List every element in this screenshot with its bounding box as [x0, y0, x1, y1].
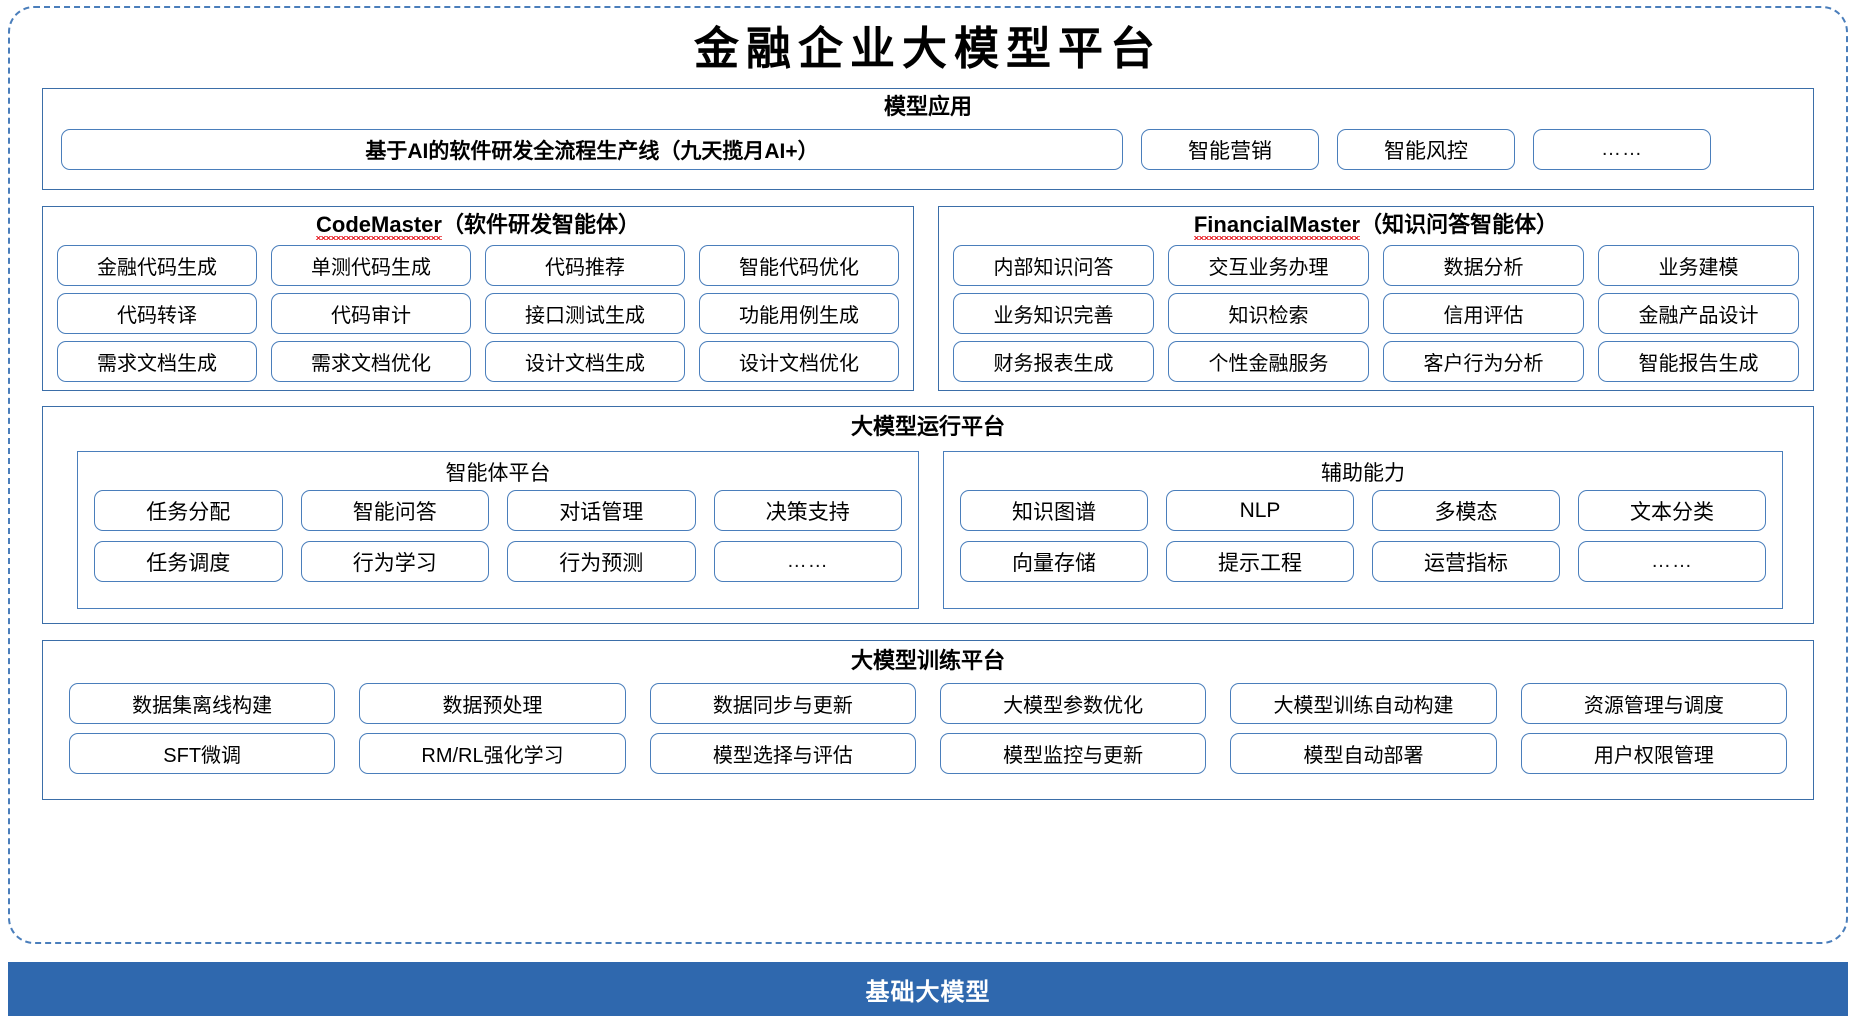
aux-capability-items: 知识图谱 NLP 多模态 文本分类 向量存储 提示工程 运营指标 ……: [960, 490, 1766, 582]
train-item-0[interactable]: 数据集离线构建: [69, 683, 336, 724]
section-runtime-platform: 大模型运行平台 智能体平台 任务分配 智能问答 对话管理 决策支持 任务调度 行…: [42, 406, 1814, 624]
fin-item-6[interactable]: 信用评估: [1383, 293, 1584, 334]
section-title-training-platform: 大模型训练平台: [850, 648, 1005, 673]
footer-label: 基础大模型: [865, 978, 991, 1006]
train-item-6[interactable]: SFT微调: [69, 733, 336, 774]
section-title-runtime-platform: 大模型运行平台: [850, 414, 1005, 439]
code-master-subtitle: （软件研发智能体）: [441, 212, 640, 237]
training-platform-items: 数据集离线构建 数据预处理 数据同步与更新 大模型参数优化 大模型训练自动构建 …: [69, 683, 1787, 774]
aux-item-6[interactable]: 运营指标: [1372, 541, 1560, 582]
fin-item-10[interactable]: 客户行为分析: [1383, 341, 1584, 382]
page-title: 金融企业大模型平台: [693, 22, 1162, 75]
app-item-smart-marketing[interactable]: 智能营销: [1141, 129, 1319, 170]
fin-item-2[interactable]: 数据分析: [1383, 245, 1584, 286]
code-item-2[interactable]: 代码推荐: [485, 245, 685, 286]
section-financial-master: FinancialMaster（知识问答智能体） 内部知识问答 交互业务办理 数…: [938, 206, 1814, 391]
agent-item-6[interactable]: 行为预测: [507, 541, 696, 582]
agent-item-4[interactable]: 任务调度: [94, 541, 283, 582]
code-item-11[interactable]: 设计文档优化: [699, 341, 899, 382]
code-item-0[interactable]: 金融代码生成: [57, 245, 257, 286]
fin-item-7[interactable]: 金融产品设计: [1598, 293, 1799, 334]
financial-master-items: 内部知识问答 交互业务办理 数据分析 业务建模 业务知识完善 知识检索 信用评估…: [953, 245, 1799, 382]
code-item-8[interactable]: 需求文档生成: [57, 341, 257, 382]
subsection-aux-capability: 辅助能力 知识图谱 NLP 多模态 文本分类 向量存储 提示工程 运营指标 ……: [943, 451, 1783, 609]
agent-item-2[interactable]: 对话管理: [507, 490, 696, 531]
section-title-model-application: 模型应用: [883, 94, 972, 119]
code-item-6[interactable]: 接口测试生成: [485, 293, 685, 334]
code-item-10[interactable]: 设计文档生成: [485, 341, 685, 382]
app-item-production-line[interactable]: 基于AI的软件研发全流程生产线（九天揽月AI+）: [61, 129, 1123, 170]
code-item-1[interactable]: 单测代码生成: [271, 245, 471, 286]
train-item-4[interactable]: 大模型训练自动构建: [1230, 683, 1497, 724]
financial-master-subtitle: （知识问答智能体）: [1360, 212, 1559, 237]
train-item-9[interactable]: 模型监控与更新: [940, 733, 1207, 774]
fin-item-4[interactable]: 业务知识完善: [953, 293, 1154, 334]
subsection-title-aux-capability: 辅助能力: [1321, 462, 1405, 485]
aux-item-4[interactable]: 向量存储: [960, 541, 1148, 582]
agent-item-1[interactable]: 智能问答: [300, 490, 489, 531]
fin-item-1[interactable]: 交互业务办理: [1168, 245, 1369, 286]
train-item-8[interactable]: 模型选择与评估: [649, 733, 916, 774]
agent-item-ellipsis[interactable]: ……: [713, 541, 902, 582]
aux-item-5[interactable]: 提示工程: [1166, 541, 1354, 582]
train-item-5[interactable]: 资源管理与调度: [1520, 683, 1787, 724]
code-master-name: CodeMaster: [316, 212, 442, 241]
aux-item-3[interactable]: 文本分类: [1578, 490, 1766, 531]
section-title-code-master: CodeMaster（软件研发智能体）: [43, 212, 913, 241]
section-model-application: 模型应用 基于AI的软件研发全流程生产线（九天揽月AI+） 智能营销 智能风控 …: [42, 88, 1814, 190]
train-item-10[interactable]: 模型自动部署: [1230, 733, 1497, 774]
code-master-items: 金融代码生成 单测代码生成 代码推荐 智能代码优化 代码转译 代码审计 接口测试…: [57, 245, 899, 382]
agent-item-0[interactable]: 任务分配: [94, 490, 283, 531]
train-item-3[interactable]: 大模型参数优化: [940, 683, 1207, 724]
fin-item-5[interactable]: 知识检索: [1168, 293, 1369, 334]
code-item-7[interactable]: 功能用例生成: [699, 293, 899, 334]
train-item-11[interactable]: 用户权限管理: [1520, 733, 1787, 774]
fin-item-0[interactable]: 内部知识问答: [953, 245, 1154, 286]
aux-item-2[interactable]: 多模态: [1372, 490, 1560, 531]
section-title-financial-master: FinancialMaster（知识问答智能体）: [939, 212, 1813, 241]
agent-item-5[interactable]: 行为学习: [300, 541, 489, 582]
section-code-master: CodeMaster（软件研发智能体） 金融代码生成 单测代码生成 代码推荐 智…: [42, 206, 914, 391]
aux-item-0[interactable]: 知识图谱: [960, 490, 1148, 531]
agent-item-3[interactable]: 决策支持: [713, 490, 902, 531]
agent-platform-items: 任务分配 智能问答 对话管理 决策支持 任务调度 行为学习 行为预测 ……: [94, 490, 902, 582]
aux-item-ellipsis[interactable]: ……: [1578, 541, 1766, 582]
train-item-7[interactable]: RM/RL强化学习: [359, 733, 626, 774]
section-training-platform: 大模型训练平台 数据集离线构建 数据预处理 数据同步与更新 大模型参数优化 大模…: [42, 640, 1814, 800]
financial-master-name: FinancialMaster: [1193, 212, 1361, 241]
aux-item-1[interactable]: NLP: [1166, 490, 1354, 531]
fin-item-11[interactable]: 智能报告生成: [1598, 341, 1799, 382]
subsection-agent-platform: 智能体平台 任务分配 智能问答 对话管理 决策支持 任务调度 行为学习 行为预测…: [77, 451, 919, 609]
fin-item-8[interactable]: 财务报表生成: [953, 341, 1154, 382]
code-item-3[interactable]: 智能代码优化: [699, 245, 899, 286]
footer-base-model-bar: 基础大模型: [8, 962, 1848, 1016]
subsection-title-agent-platform: 智能体平台: [445, 462, 551, 485]
train-item-1[interactable]: 数据预处理: [359, 683, 626, 724]
code-item-9[interactable]: 需求文档优化: [271, 341, 471, 382]
code-item-4[interactable]: 代码转译: [57, 293, 257, 334]
fin-item-9[interactable]: 个性金融服务: [1168, 341, 1369, 382]
fin-item-3[interactable]: 业务建模: [1598, 245, 1799, 286]
app-item-ellipsis[interactable]: ……: [1533, 129, 1711, 170]
code-item-5[interactable]: 代码审计: [271, 293, 471, 334]
app-item-smart-risk-control[interactable]: 智能风控: [1337, 129, 1515, 170]
model-application-items: 基于AI的软件研发全流程生产线（九天揽月AI+） 智能营销 智能风控 ……: [61, 129, 1795, 170]
train-item-2[interactable]: 数据同步与更新: [649, 683, 916, 724]
